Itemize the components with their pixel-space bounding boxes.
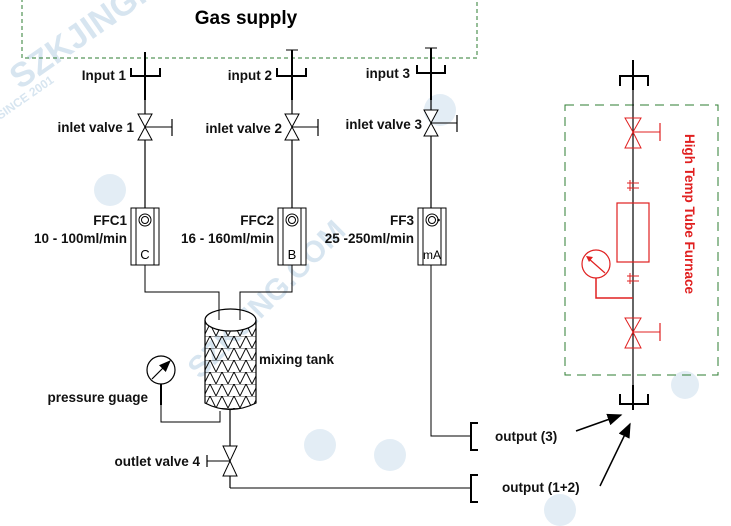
flow-controller-1-range: 10 - 100ml/min (34, 231, 127, 246)
mixing-tank-icon[interactable] (204, 308, 257, 411)
line-2: input 2 inlet valve 2 B FFC2 16 - 160ml/… (181, 49, 319, 310)
watermark-logo-icon (94, 174, 126, 206)
watermark-logo-icon (544, 494, 576, 526)
inlet-valve-2-label: inlet valve 2 (205, 121, 282, 136)
flange-icon (627, 273, 639, 284)
furnace-valve-bottom-icon[interactable] (624, 317, 661, 349)
inlet-valve-1-label: inlet valve 1 (57, 120, 134, 135)
outlet-valve-4-label: outlet valve 4 (114, 454, 200, 469)
input-2-label: input 2 (228, 68, 272, 83)
flow-controller-glyph: mA (423, 248, 441, 262)
furnace-valve-top-icon[interactable] (624, 117, 661, 149)
input-connector-icon (276, 68, 307, 77)
line-1: Input 1 inlet valve 1 C FFC1 10 - 100ml/… (34, 52, 220, 310)
pressure-gauge-icon[interactable] (146, 355, 221, 423)
flow-controller-1-icon[interactable]: C (130, 207, 160, 266)
flow-controller-glyph: B (288, 247, 297, 262)
flow-controller-1-name: FFC1 (93, 213, 127, 228)
gas-supply-box (21, 0, 478, 59)
inlet-valve-3-label: inlet valve 3 (345, 117, 422, 132)
input-3-label: input 3 (366, 66, 411, 81)
flange-icon (627, 180, 639, 191)
outlet-valve-4-icon[interactable] (206, 445, 238, 477)
arrow-icon (599, 422, 631, 487)
input-1-label: Input 1 (82, 68, 127, 83)
furnace-box (564, 104, 719, 376)
mixing-tank-label: mixing tank (259, 352, 335, 367)
flow-controller-3-name: FF3 (390, 213, 414, 228)
flow-controller-3-icon[interactable]: mA (417, 207, 447, 266)
watermark-logo-icon (374, 439, 406, 471)
inlet-valve-1-icon[interactable] (137, 113, 173, 141)
flow-controller-3-range: 25 -250ml/min (325, 231, 414, 246)
input-connector-icon (416, 65, 446, 74)
output-12-connector-icon[interactable] (470, 474, 478, 503)
output-12-label: output (1+2) (502, 480, 580, 495)
furnace-tube-icon (616, 202, 650, 263)
furnace-pressure-gauge-icon[interactable] (581, 249, 633, 299)
watermark-logo-icon (671, 371, 699, 399)
gas-supply-label: Gas supply (195, 8, 298, 29)
flow-controller-2-range: 16 - 160ml/min (181, 231, 274, 246)
output-3-connector-icon[interactable] (470, 422, 478, 451)
inlet-valve-3-icon[interactable] (423, 109, 458, 137)
flow-controller-2-icon[interactable]: B (277, 207, 307, 266)
pressure-gauge-label: pressure guage (47, 390, 148, 405)
furnace-label: High Temp Tube Furnace (682, 134, 697, 295)
flow-controller-glyph: C (140, 247, 149, 262)
inlet-valve-2-icon[interactable] (284, 113, 319, 141)
watermark-logo-icon (304, 429, 336, 461)
arrow-icon (575, 413, 623, 432)
furnace-section: High Temp Tube Furnace (564, 60, 719, 410)
line-3: input 3 inlet valve 3 mA FF3 25 -250ml/m… (325, 47, 470, 437)
flow-controller-2-name: FFC2 (240, 213, 274, 228)
output-3-label: output (3) (495, 429, 557, 444)
